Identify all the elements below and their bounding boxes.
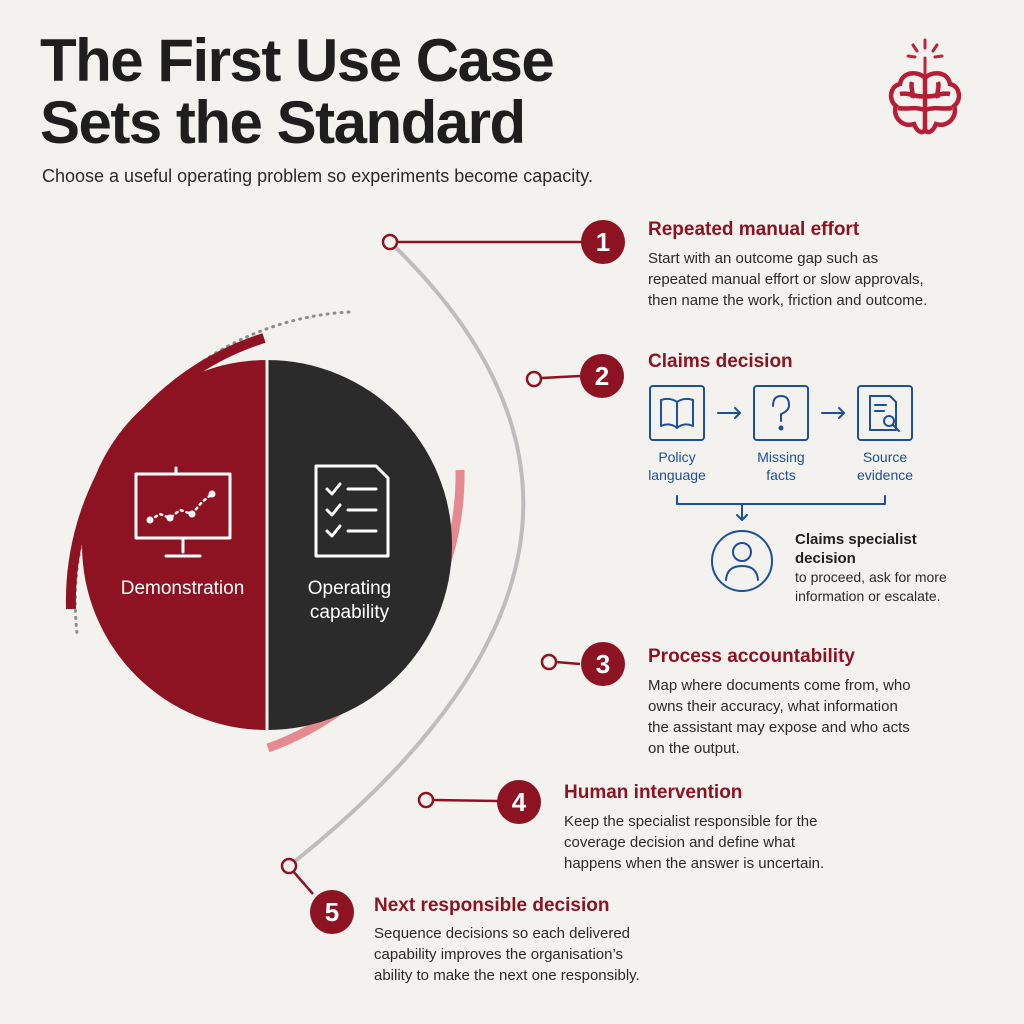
step-4-body-line: happens when the answer is uncertain. — [564, 855, 825, 872]
step-2-title: Claims decision — [648, 351, 793, 372]
step-3-body-line: on the output. — [648, 740, 740, 757]
step-3-body-line: the assistant may expose and who acts — [648, 719, 910, 736]
person-icon — [711, 530, 773, 592]
step-4-body-line: Keep the specialist responsible for the — [564, 813, 818, 830]
checklist-icon — [314, 464, 390, 558]
flow-label-line: Source — [862, 449, 908, 465]
flow-label-line: language — [648, 467, 706, 483]
specialist-title-line-2: decision — [795, 550, 856, 567]
step-3-body-line: Map where documents come from, who — [648, 677, 911, 694]
question-mark-icon — [772, 395, 790, 431]
step-1-body-line: repeated manual effort or slow approvals… — [648, 271, 924, 288]
flow-arrow-2 — [821, 407, 845, 419]
step-5-number: 5 — [310, 890, 354, 934]
timeline-node-1 — [381, 233, 399, 251]
brain-logo-icon — [888, 38, 962, 135]
step-4-body-line: coverage decision and define what — [564, 834, 795, 851]
presentation-chart-icon — [134, 466, 232, 558]
step-5-body-line: Sequence decisions so each delivered — [374, 925, 631, 942]
specialist-body-line-2: information or escalate. — [795, 588, 941, 604]
step-1-body: Start with an outcome gap such as repeat… — [648, 248, 978, 311]
policy-box — [649, 385, 705, 441]
missing-facts-label: Missing facts — [726, 448, 836, 484]
facts-box — [753, 385, 809, 441]
title-line-2: Sets the Standard — [40, 89, 526, 156]
operating-capability-label: Operating capability — [272, 577, 427, 625]
timeline-node-5 — [280, 857, 298, 875]
operating-capability-half — [267, 360, 452, 730]
document-search-icon — [869, 395, 900, 432]
flow-label-line: Missing — [757, 449, 805, 465]
specialist-body-line-1: to proceed, ask for more — [795, 569, 947, 585]
step-3-title: Process accountability — [648, 646, 855, 667]
step-3-number: 3 — [581, 642, 625, 686]
demonstration-half — [82, 360, 267, 730]
step-2-number: 2 — [580, 354, 624, 398]
specialist-title-line-1: Claims specialist — [795, 531, 917, 548]
step-4-number: 4 — [497, 780, 541, 824]
step-5-body-line: ability to make the next one responsibly… — [374, 967, 640, 984]
demonstration-label: Demonstration — [120, 578, 245, 599]
step-1-body-line: Start with an outcome gap such as — [648, 250, 879, 267]
policy-language-label: Policy language — [622, 448, 732, 484]
timeline-node-2 — [525, 370, 543, 388]
page-title: The First Use Case Sets the Standard — [40, 30, 740, 154]
flow-label-line: evidence — [856, 467, 914, 483]
step-3-body: Map where documents come from, who owns … — [648, 675, 978, 759]
timeline-node-3 — [540, 653, 558, 671]
step-5-title: Next responsible decision — [374, 895, 610, 916]
step-5-body: Sequence decisions so each delivered cap… — [374, 923, 714, 986]
step-4-body: Keep the specialist responsible for the … — [564, 811, 894, 874]
step-4-title: Human intervention — [564, 782, 743, 803]
title-line-1: The First Use Case — [40, 27, 555, 94]
evidence-box — [857, 385, 913, 441]
timeline-node-4 — [417, 791, 435, 809]
step-5-body-line: capability improves the organisation’s — [374, 946, 624, 963]
operating-label-line-2: capability — [309, 602, 390, 623]
flow-label-line: facts — [766, 467, 796, 483]
claims-specialist-block: Claims specialist decision to proceed, a… — [795, 530, 995, 606]
operating-label-line-1: Operating — [307, 578, 392, 599]
page-subtitle: Choose a useful operating problem so exp… — [42, 166, 593, 186]
step-1-body-line: then name the work, friction and outcome… — [648, 292, 928, 309]
timeline-arc — [287, 240, 526, 868]
step-1-number: 1 — [581, 220, 625, 264]
flow-label-line: Policy — [658, 449, 696, 465]
flow-arrow-1 — [717, 407, 741, 419]
open-book-icon — [660, 397, 694, 429]
source-evidence-label: Source evidence — [830, 448, 940, 484]
flow-bracket — [676, 495, 886, 505]
step-3-body-line: owns their accuracy, what information — [648, 698, 898, 715]
step-1-title: Repeated manual effort — [648, 219, 860, 240]
